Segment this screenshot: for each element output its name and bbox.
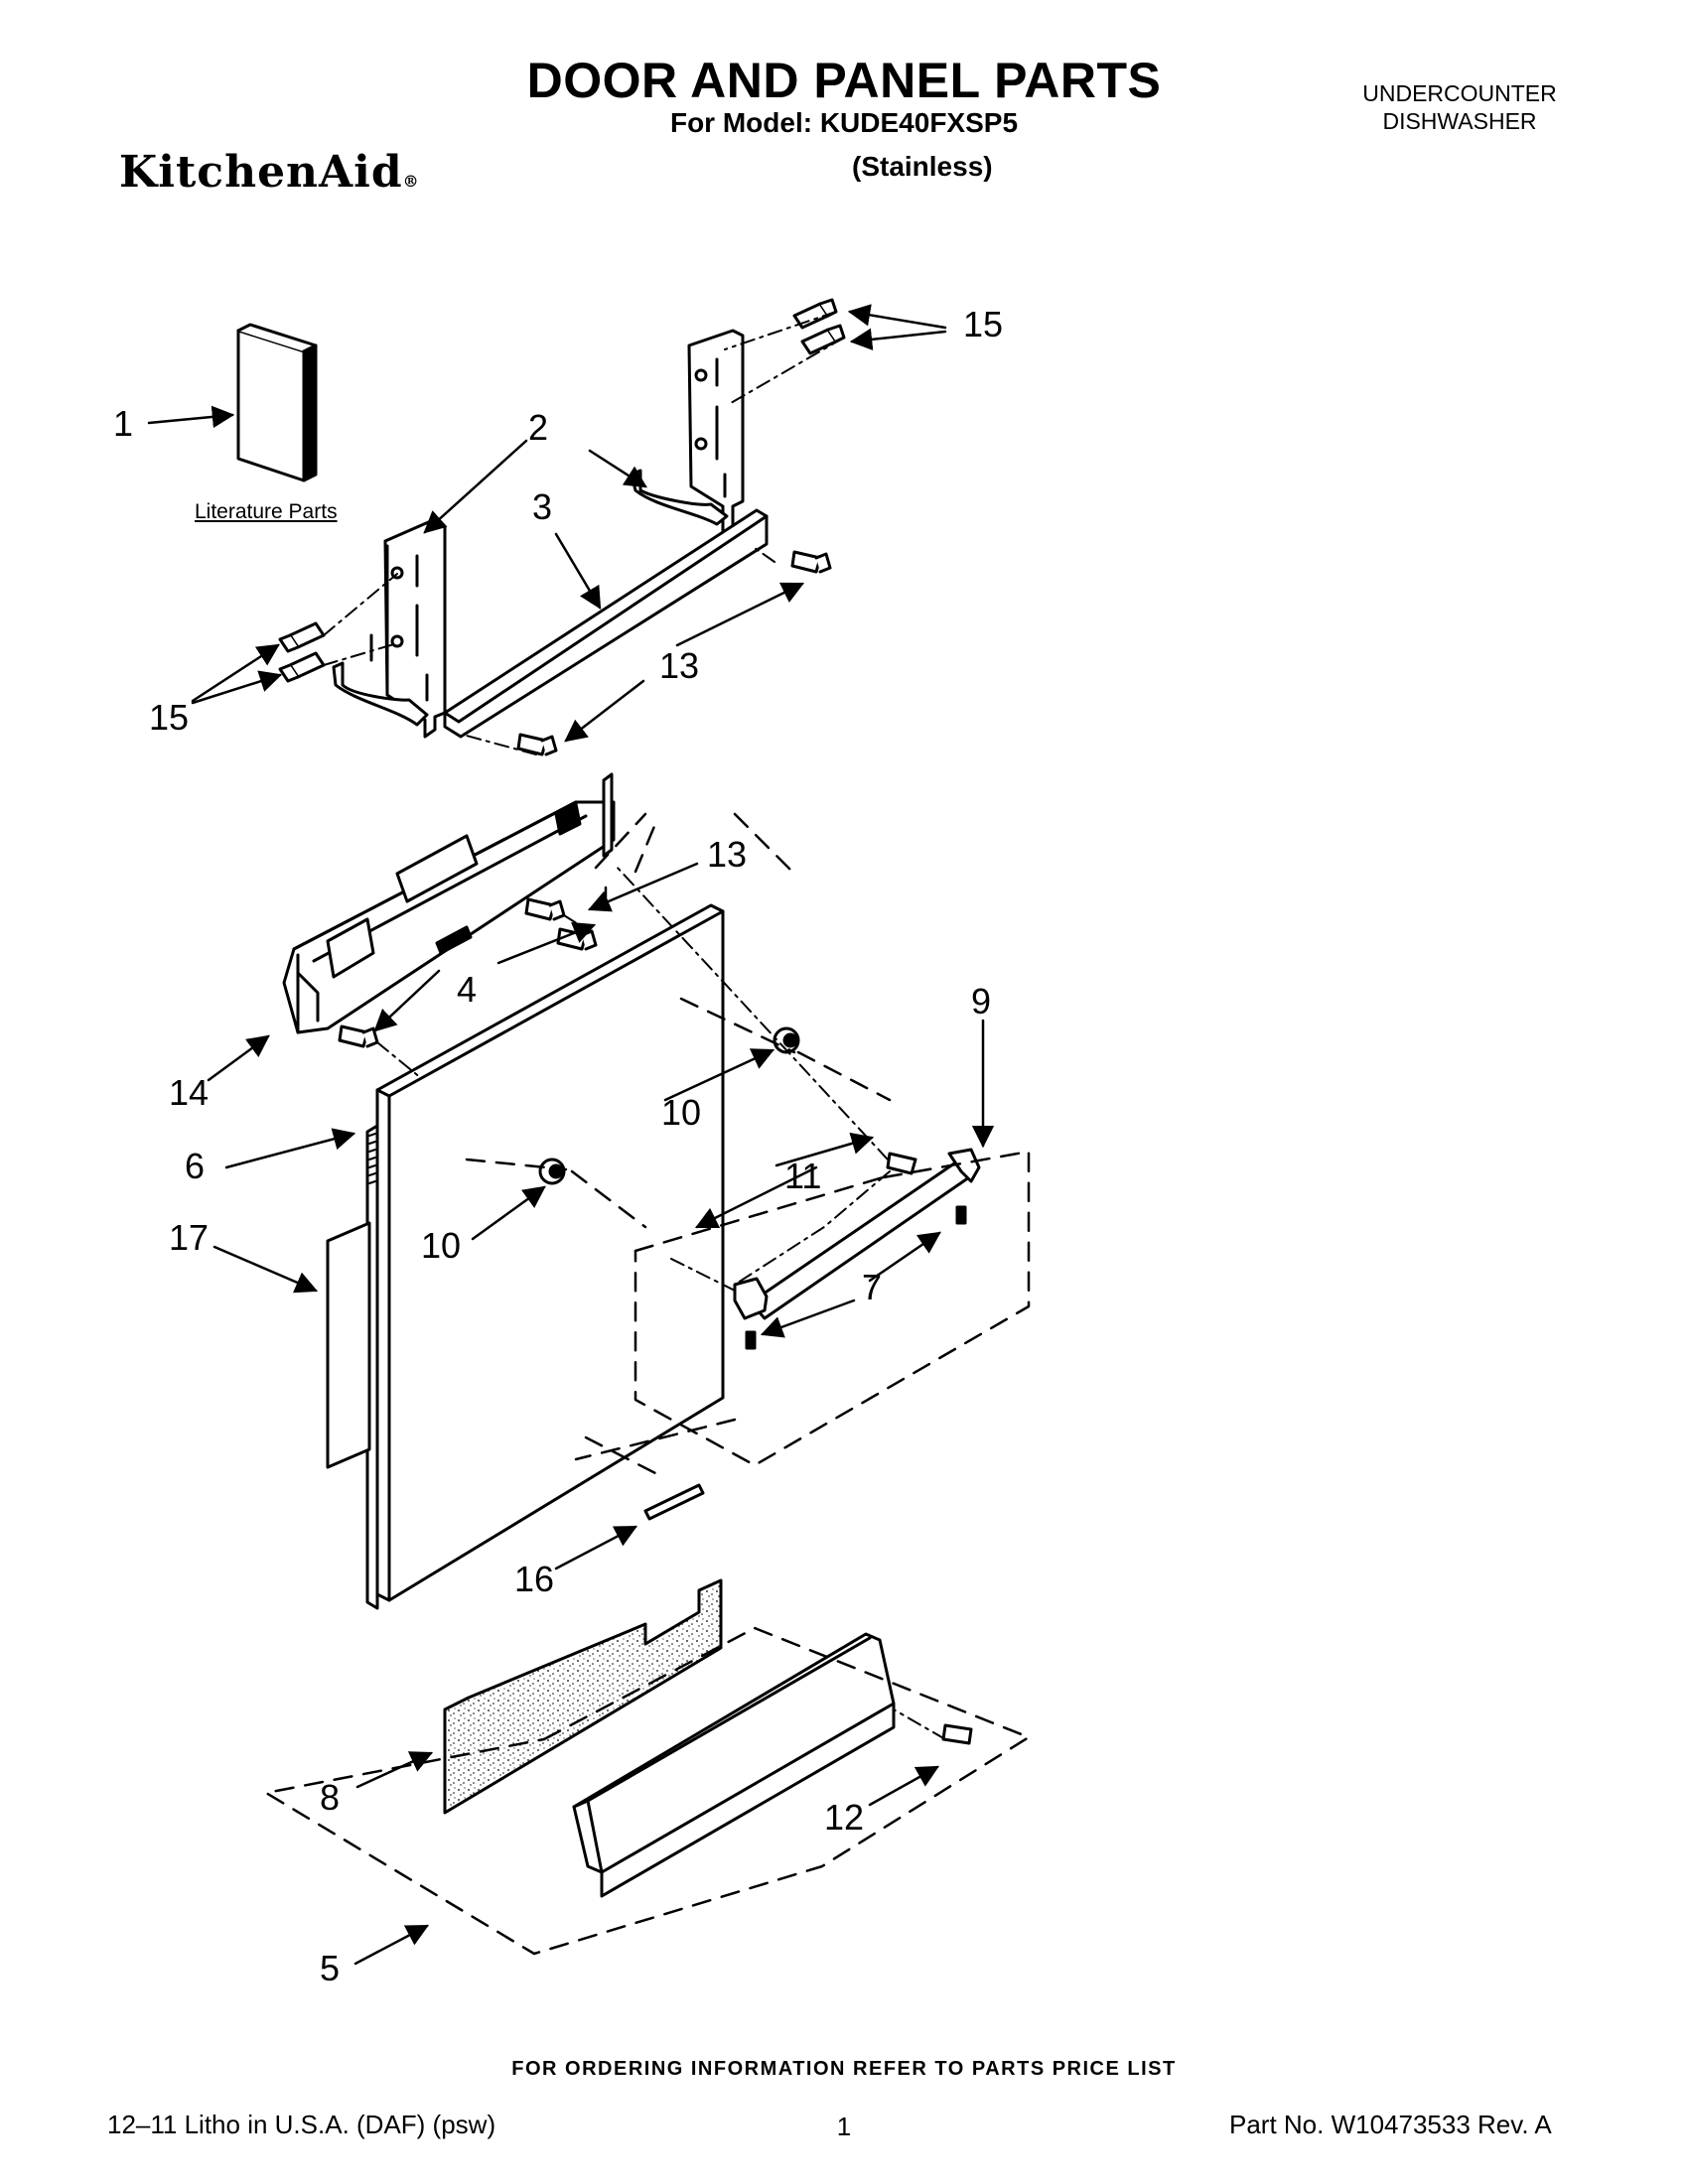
kick-plate [572,1632,896,1898]
right-mounting-bracket [630,329,745,534]
callout-15-top: 15 [963,304,1004,344]
brand-badge [643,1483,705,1521]
callout-17: 17 [169,1217,210,1258]
ordering-note: FOR ORDERING INFORMATION REFER TO PARTS … [511,2058,1177,2080]
callout-13-upper: 13 [659,645,700,686]
registered-mark: ® [402,172,420,191]
callout-2: 2 [528,407,549,448]
document-part-number: Part No. W10473533 Rev. A [1229,2110,1552,2139]
door-handle [733,1148,981,1350]
literature-parts-label: Literature Parts [195,500,338,523]
callout-11: 11 [784,1156,822,1196]
callout-15-left: 15 [149,697,190,738]
category-line-1: UNDERCOUNTER [1362,80,1557,106]
callout-7: 7 [862,1267,883,1307]
callout-13-lower: 13 [707,834,748,875]
model-variant: (Stainless) [852,151,993,182]
left-mounting-bracket [332,518,447,739]
model-number: For Model: KUDE40FXSP5 [669,107,1019,138]
callout-10-left: 10 [421,1225,462,1266]
callout-arrows [147,304,995,1966]
control-console [282,772,616,1034]
callout-4: 4 [457,969,478,1010]
brand-name: KitchenAid [119,147,403,198]
door-panel [365,903,725,1610]
print-info: 12–11 Litho in U.S.A. (DAF) (psw) [107,2110,496,2139]
toe-panel-insulation [443,1578,723,1815]
handle-spacer [538,1026,800,1185]
page-number: 1 [836,2112,852,2141]
callout-8: 8 [320,1777,341,1818]
callout-5: 5 [320,1948,341,1988]
callout-14: 14 [169,1072,210,1113]
callout-9: 9 [971,981,992,1022]
appliance-category: UNDERCOUNTER DISHWASHER [1311,79,1609,135]
literature-booklet [236,323,318,482]
door-insulation [326,1221,371,1469]
callout-10-right: 10 [661,1092,702,1133]
callout-1: 1 [113,403,134,444]
callout-3: 3 [532,486,553,527]
category-line-2: DISHWASHER [1382,108,1537,134]
page-title: DOOR AND PANEL PARTS [526,53,1162,108]
assembly-lines [264,812,1031,1956]
callout-16: 16 [514,1559,555,1599]
brand-logo: KitchenAid® [119,147,420,198]
callout-6: 6 [185,1146,206,1186]
callout-12: 12 [824,1797,865,1838]
top-trim-strip [443,508,769,739]
